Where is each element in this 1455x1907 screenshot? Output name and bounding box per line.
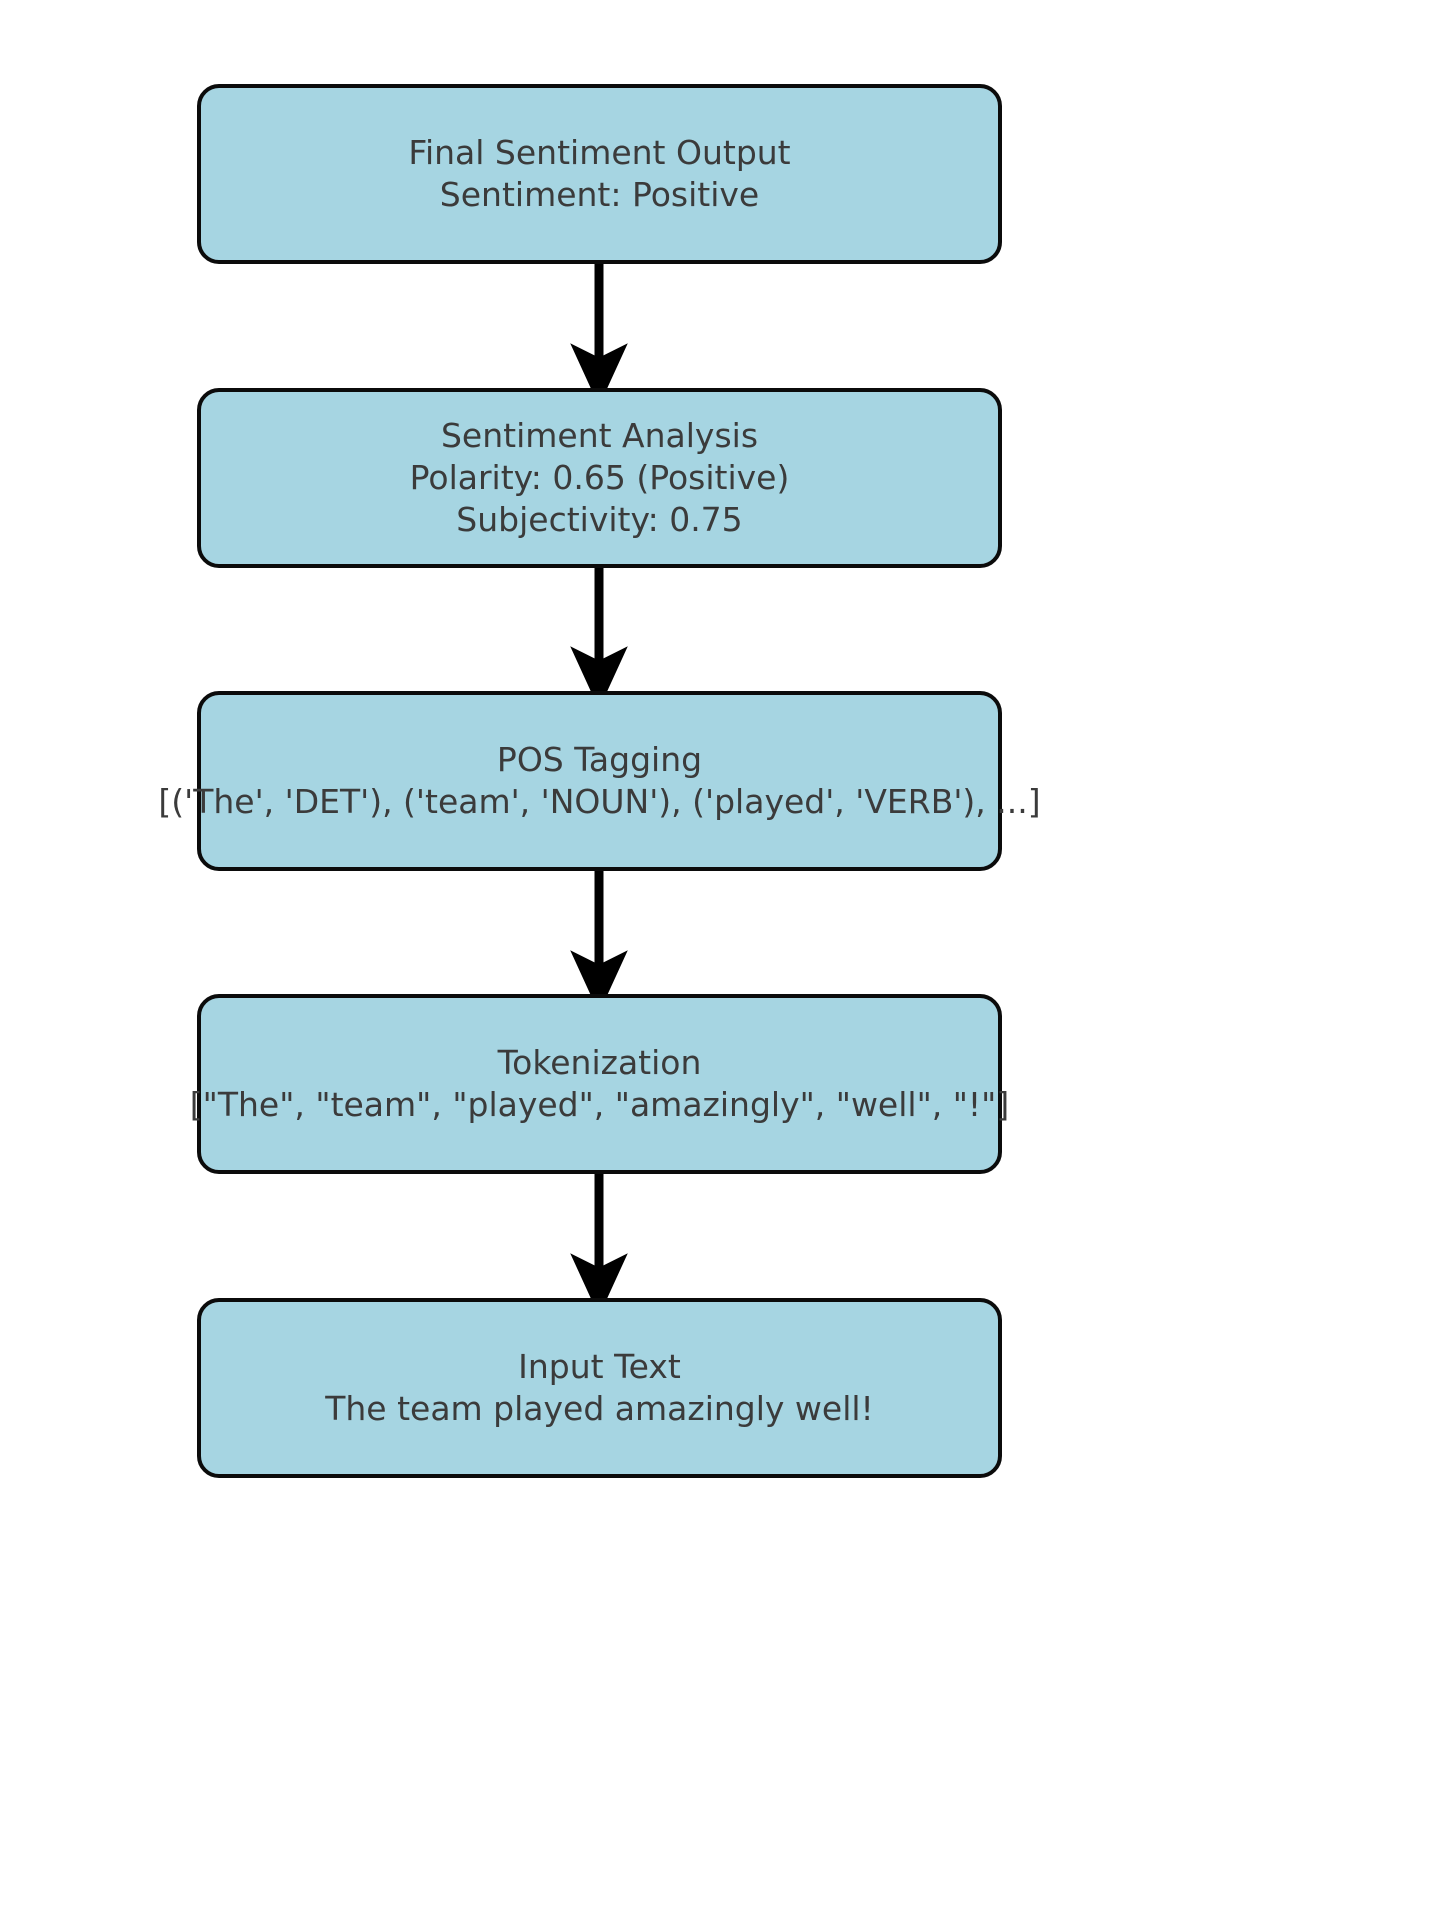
node-title: Sentiment Analysis <box>440 415 759 455</box>
node-final-sentiment-output[interactable]: Final Sentiment Output Sentiment: Positi… <box>197 84 1002 264</box>
node-sentiment-analysis[interactable]: Sentiment Analysis Polarity: 0.65 (Posit… <box>197 388 1002 568</box>
node-tokenization[interactable]: Tokenization ["The", "team", "played", "… <box>190 994 1009 1174</box>
node-detail: Sentiment: Positive <box>439 175 760 214</box>
node-title: POS Tagging <box>496 739 703 779</box>
node-title: Input Text <box>518 1346 681 1386</box>
node-detail: The team played amazingly well! <box>325 1389 874 1428</box>
node-input-text[interactable]: Input Text The team played amazingly wel… <box>197 1298 1002 1478</box>
node-title: Tokenization <box>497 1042 702 1082</box>
node-polarity: Polarity: 0.65 (Positive) <box>409 457 790 497</box>
node-detail: [('The', 'DET'), ('team', 'NOUN'), ('pla… <box>158 782 1041 821</box>
node-title: Final Sentiment Output <box>408 132 791 172</box>
node-pos-tagging[interactable]: POS Tagging [('The', 'DET'), ('team', 'N… <box>158 691 1041 871</box>
node-detail: ["The", "team", "played", "amazingly", "… <box>189 1085 1010 1124</box>
node-subjectivity: Subjectivity: 0.75 <box>456 500 743 540</box>
